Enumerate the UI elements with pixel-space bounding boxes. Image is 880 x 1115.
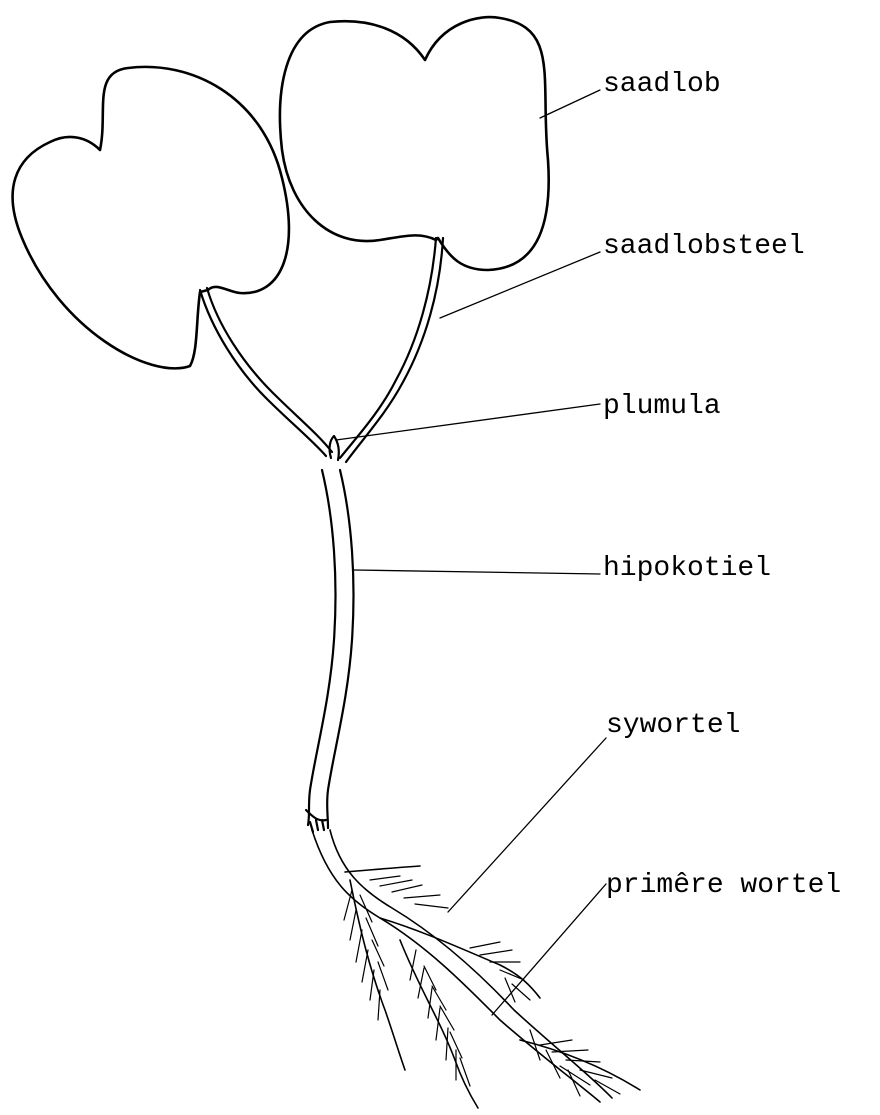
label-plumula: plumula: [603, 391, 721, 422]
leader-hipokotiel: [354, 570, 600, 574]
label-sywortel: sywortel: [606, 710, 740, 741]
label-hipokotiel: hipokotiel: [603, 553, 771, 584]
label-primere-wortel: primêre wortel: [606, 870, 841, 901]
label-saadlob: saadlob: [603, 69, 721, 100]
label-saadlobsteel: saadlobsteel: [603, 231, 805, 262]
right-cotyledon-stalk-inner: [346, 238, 443, 462]
leader-sywortel: [448, 738, 606, 912]
left-cotyledon-stalk: [200, 290, 326, 456]
lateral-root-5: [345, 866, 420, 872]
right-cotyledon: [280, 17, 549, 270]
root-hairs: [344, 876, 620, 1096]
lateral-root-2: [350, 880, 405, 1070]
leader-primere-wortel: [492, 884, 606, 1015]
right-cotyledon-stalk: [340, 238, 436, 458]
lateral-root-3: [400, 940, 478, 1108]
leader-saadlob: [540, 90, 600, 118]
lateral-root-4: [520, 1040, 640, 1090]
leader-lines: [336, 90, 606, 1015]
left-cotyledon: [13, 67, 289, 368]
left-cotyledon-stalk-inner: [207, 288, 332, 452]
